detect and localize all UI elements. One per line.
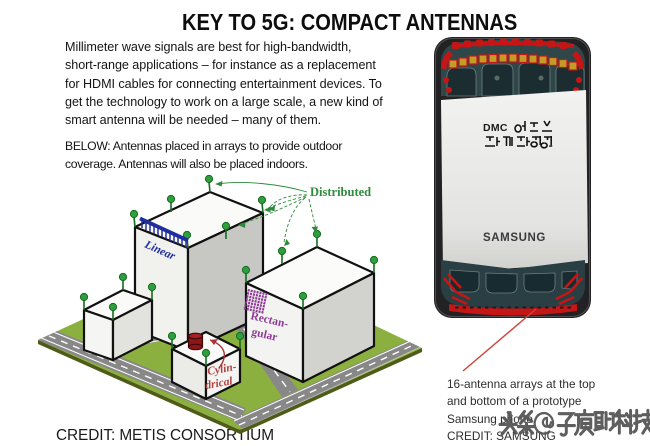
svg-text:drical: drical <box>204 375 234 392</box>
svg-text:Distributed: Distributed <box>310 185 371 199</box>
svg-text:gular: gular <box>250 326 278 344</box>
svg-text:DMC: DMC <box>483 122 508 134</box>
svg-text:SAMSUNG: SAMSUNG <box>483 232 546 244</box>
svg-text:Cylin-: Cylin- <box>206 361 237 378</box>
